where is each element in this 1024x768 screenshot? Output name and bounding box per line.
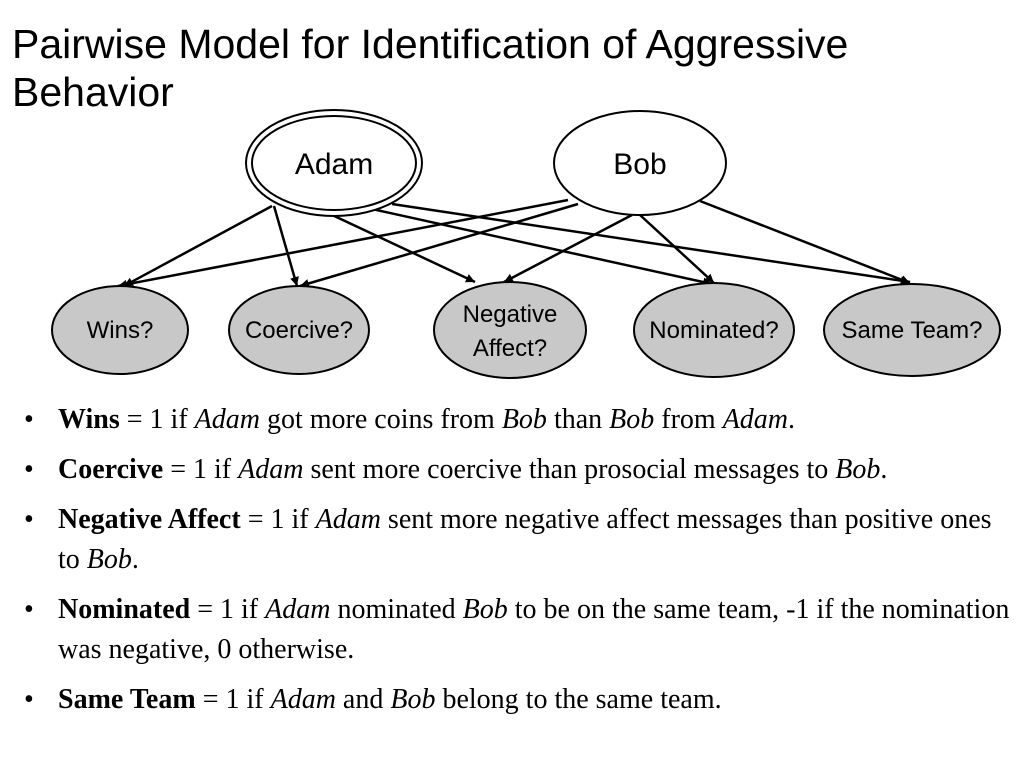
node-adam-label: Adam: [295, 148, 373, 181]
node-bob-label: Bob: [613, 148, 666, 181]
node-nominated: Nominated?: [633, 282, 795, 378]
edge-adam-negative-affect: [329, 212, 476, 284]
edge-adam-nominated: [371, 207, 713, 287]
term-same-team: Same Team: [58, 684, 196, 715]
node-negative-affect-label-line2: Affect?: [473, 335, 547, 362]
term-negative-affect: Negative Affect: [58, 504, 241, 535]
definitions-list: • Wins = 1 if Adam got more coins from B…: [24, 400, 1014, 730]
node-adam: Adam: [245, 109, 423, 217]
graphical-model-diagram: Adam Bob Wins? Coercive? Negative Affect…: [51, 109, 1001, 379]
edge-adam-coercive: [272, 205, 299, 287]
definition-nominated: • Nominated = 1 if Adam nominated Bob to…: [24, 590, 1014, 670]
bullet-icon: •: [24, 454, 34, 485]
node-same-team: Same Team?: [823, 283, 1001, 377]
bullet-icon: •: [24, 504, 34, 535]
bullet-icon: •: [24, 404, 34, 435]
definition-wins: • Wins = 1 if Adam got more coins from B…: [24, 400, 1014, 440]
edge-bob-negative-affect: [503, 213, 633, 284]
node-bob: Bob: [553, 110, 727, 216]
definition-negative-affect: • Negative Affect = 1 if Adam sent more …: [24, 500, 1014, 580]
node-wins-label: Wins?: [87, 317, 154, 344]
node-nominated-label: Nominated?: [649, 317, 778, 344]
node-negative-affect: Negative Affect?: [433, 281, 587, 379]
edge-bob-nominated: [639, 214, 715, 284]
definition-same-team: • Same Team = 1 if Adam and Bob belong t…: [24, 680, 1014, 720]
page-title: Pairwise Model for Identification of Agg…: [12, 21, 849, 115]
edge-adam-wins: [123, 204, 273, 288]
node-negative-affect-label-line1: Negative: [463, 301, 558, 328]
bullet-icon: •: [24, 684, 34, 715]
term-wins: Wins: [58, 404, 120, 435]
bullet-icon: •: [24, 594, 34, 625]
term-coercive: Coercive: [58, 454, 164, 485]
node-same-team-label: Same Team?: [842, 317, 983, 344]
definition-coercive: • Coercive = 1 if Adam sent more coerciv…: [24, 450, 1014, 490]
edge-bob-coercive: [299, 202, 579, 288]
node-coercive-label: Coercive?: [245, 317, 353, 344]
node-coercive: Coercive?: [228, 285, 370, 375]
edge-bob-wins: [117, 198, 569, 289]
node-wins: Wins?: [51, 285, 189, 375]
term-nominated: Nominated: [58, 594, 191, 625]
edge-bob-same-team: [699, 199, 911, 285]
